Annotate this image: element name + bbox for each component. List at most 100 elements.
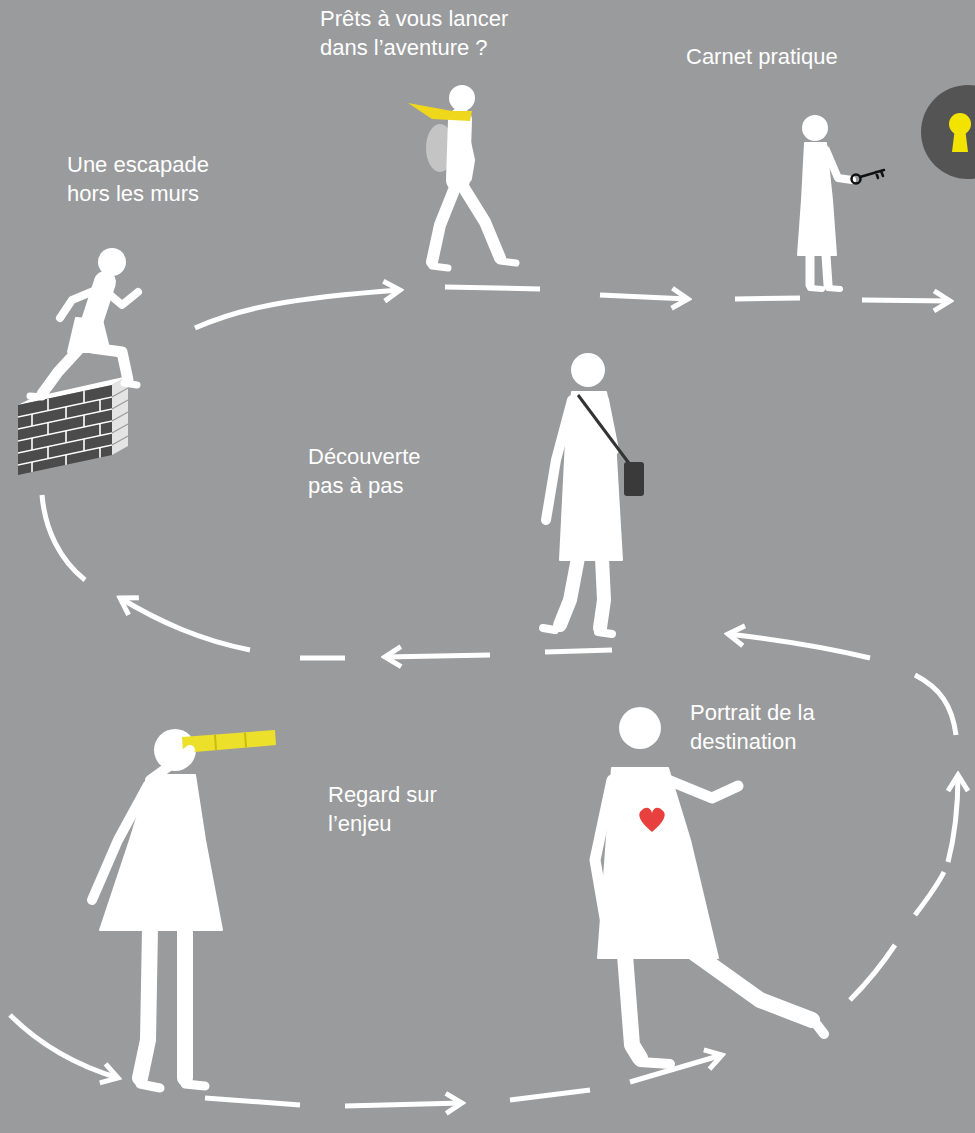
journey-path	[10, 287, 958, 1106]
scarf	[408, 103, 472, 121]
wall-front	[18, 385, 112, 475]
illustration-part	[83, 391, 85, 403]
flow-dash	[545, 650, 612, 652]
telescope	[182, 730, 276, 753]
illustration-part	[47, 423, 49, 435]
illustration-part	[112, 388, 128, 397]
illustration-part	[31, 414, 33, 426]
illustration-part	[99, 400, 101, 412]
flow-arrow	[600, 295, 688, 299]
illustration-part	[83, 439, 85, 451]
bag-strap	[578, 395, 634, 470]
flow-dash	[42, 495, 85, 580]
flow-arrow	[10, 1015, 118, 1078]
leg	[560, 558, 578, 625]
leg	[690, 950, 812, 1020]
illustration-part	[852, 175, 861, 184]
telescope-figure	[92, 729, 276, 1088]
flow-arrow	[385, 655, 490, 657]
wall-face	[18, 385, 112, 475]
side-joints	[112, 388, 128, 445]
illustration-part	[47, 399, 49, 411]
wall-side	[112, 376, 128, 455]
foot	[810, 288, 840, 289]
coat	[100, 775, 222, 930]
flow-dash	[445, 287, 540, 289]
arm	[92, 785, 148, 900]
foot	[124, 383, 137, 385]
leg	[92, 348, 128, 380]
foot	[30, 396, 42, 397]
flow-dash	[735, 298, 800, 299]
head	[619, 707, 661, 749]
flow-arrow	[120, 598, 250, 650]
head	[449, 85, 475, 111]
keyhole-icon	[952, 128, 968, 152]
illustration-part	[65, 407, 67, 419]
telescope-rings	[215, 733, 246, 750]
flow-arrow	[862, 300, 950, 301]
walking-figure	[408, 85, 516, 268]
foot	[640, 1062, 670, 1064]
illustration-part	[18, 409, 112, 429]
foot	[140, 1084, 205, 1088]
leg	[42, 348, 80, 394]
foot	[543, 628, 612, 634]
bag	[624, 462, 644, 496]
stage-label: Regard sur l’enjeu	[328, 780, 453, 838]
illustration-part	[31, 438, 33, 450]
torso	[458, 120, 460, 180]
illustration-part	[112, 436, 128, 445]
illustration-part	[31, 462, 33, 472]
arm	[826, 150, 852, 180]
flow-dash	[205, 1098, 300, 1105]
flow-arrow	[345, 1103, 462, 1106]
key	[852, 170, 885, 184]
stage-label: Prêts à vous lancer dans l’aventure ?	[320, 4, 525, 62]
illustration-part	[65, 431, 67, 443]
badge-circle	[921, 85, 975, 179]
heart-figure	[595, 707, 824, 1064]
leg	[140, 928, 150, 1078]
head	[802, 115, 828, 141]
illustration-part	[83, 415, 85, 427]
foot	[500, 261, 516, 263]
flow-dash	[915, 675, 956, 735]
leg	[625, 955, 640, 1058]
flow-dash	[850, 945, 895, 1000]
foot	[432, 266, 448, 268]
arm	[668, 780, 738, 798]
leg	[806, 255, 815, 285]
illustration-part	[112, 412, 128, 421]
stage-label: Une escapade hors les murs	[67, 150, 227, 208]
stage-label: Portrait de la destination	[690, 698, 818, 756]
key-figure	[798, 115, 884, 289]
keyhole-badge	[921, 85, 975, 179]
arm	[546, 400, 572, 520]
leg	[432, 185, 456, 262]
leg	[600, 558, 604, 628]
flow-arrow	[948, 775, 958, 862]
flow-dash	[510, 1090, 590, 1100]
foot	[814, 1021, 824, 1034]
illustration-part	[65, 455, 67, 465]
leg	[826, 255, 828, 285]
illustration-part	[47, 447, 49, 459]
illustration-part	[112, 424, 128, 433]
head	[571, 353, 605, 387]
arm	[60, 290, 96, 318]
arm	[464, 128, 471, 178]
flow-dash	[915, 872, 944, 915]
illustration-part	[99, 448, 101, 458]
flow-arrow	[630, 1055, 722, 1082]
illustration-part	[99, 424, 101, 436]
brick-joints	[18, 385, 112, 475]
illustration-part	[112, 400, 128, 409]
stage-label: Carnet pratique	[686, 42, 886, 71]
stage-label: Découverte pas à pas	[308, 442, 443, 500]
jumping-figure	[30, 248, 138, 397]
leg	[462, 185, 500, 258]
brick-wall	[18, 376, 128, 475]
illustration-part	[18, 433, 112, 453]
